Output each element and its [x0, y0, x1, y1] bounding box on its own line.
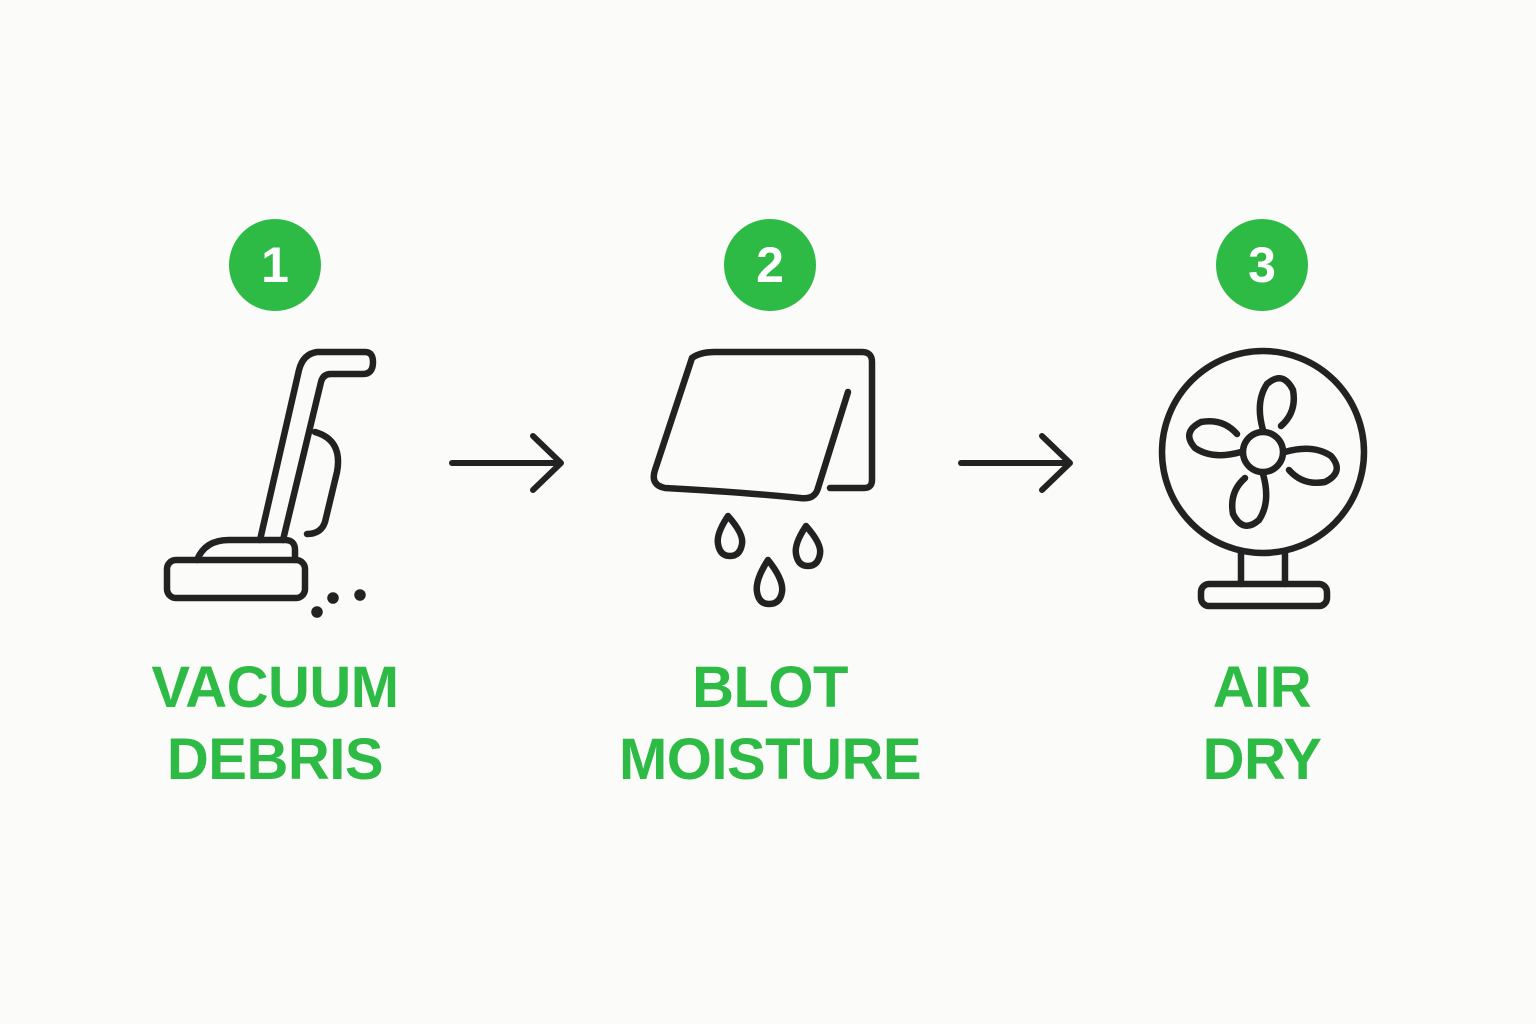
label-line-2: DRY — [1202, 727, 1322, 792]
label-line-1: BLOT — [692, 655, 848, 720]
step-3: 3 AIR DRY — [1092, 0, 1432, 1024]
label-line-1: AIR — [1212, 655, 1312, 720]
label-line-2: DEBRIS — [166, 727, 384, 792]
step-number-badge: 1 — [229, 219, 321, 311]
towel-drip-icon — [640, 340, 900, 620]
label-line-1: VACUUM — [151, 655, 399, 720]
arrow-right-icon — [445, 430, 575, 496]
label-line-2: MOISTURE — [618, 727, 922, 792]
step-2-label: BLOT MOISTURE — [600, 652, 940, 796]
step-number-badge: 3 — [1216, 219, 1308, 311]
step-number-badge: 2 — [724, 219, 816, 311]
step-3-label: AIR DRY — [1092, 652, 1432, 796]
fan-icon — [1132, 340, 1392, 620]
step-2: 2 BLOT MOISTURE — [600, 0, 940, 1024]
step-1: 1 VACUUM DEBRIS — [105, 0, 445, 1024]
arrow-right-icon — [954, 430, 1084, 496]
step-1-label: VACUUM DEBRIS — [105, 652, 445, 796]
vacuum-icon — [145, 340, 405, 620]
